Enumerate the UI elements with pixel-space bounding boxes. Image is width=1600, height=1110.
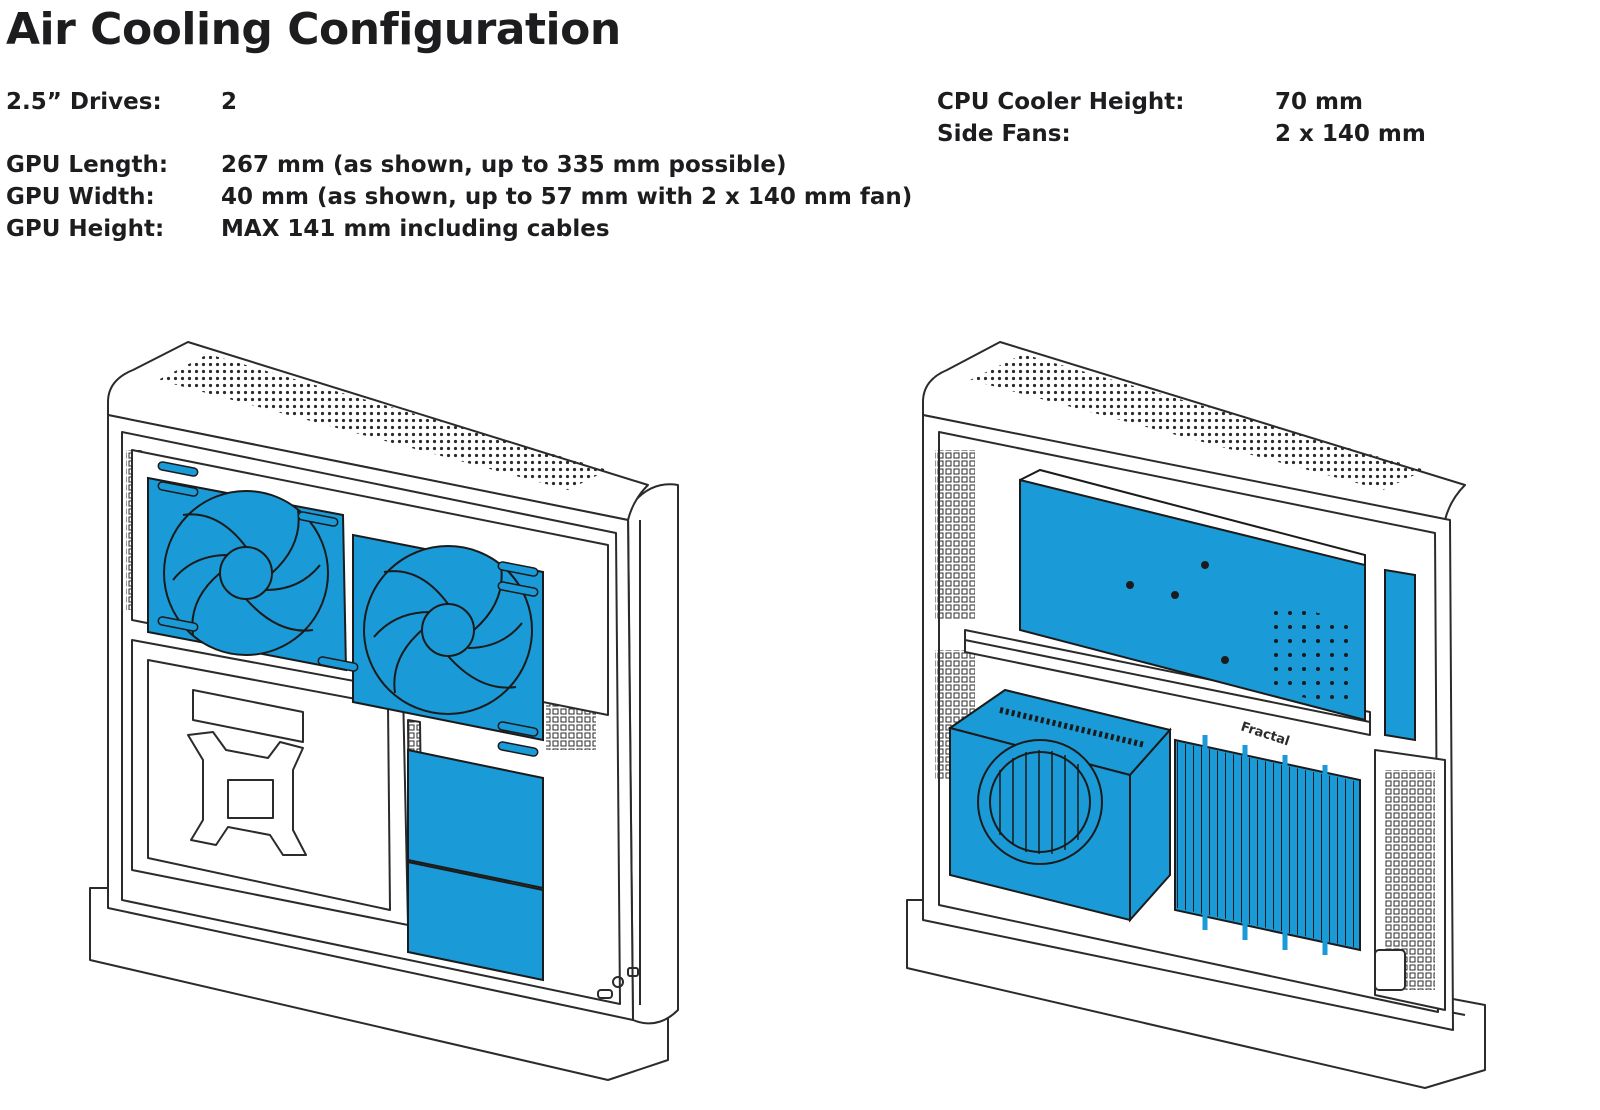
- page-title: Air Cooling Configuration: [6, 4, 621, 55]
- spec-label: GPU Length:: [6, 152, 169, 178]
- spec-label: GPU Width:: [6, 184, 155, 210]
- case-illustration-right: Fractal: [905, 340, 1515, 1100]
- spec-value: 40 mm (as shown, up to 57 mm with 2 x 14…: [221, 184, 913, 210]
- gpu-icon: [1019, 468, 1416, 742]
- spec-list-right: CPU Cooler Height: 70 mm Side Fans: 2 x …: [937, 86, 1426, 150]
- cpu-bracket-icon: [187, 731, 307, 856]
- drive-icon: [407, 748, 544, 890]
- spec-label: CPU Cooler Height:: [937, 89, 1185, 115]
- spec-row-gpu-width: GPU Width: 40 mm (as shown, up to 57 mm …: [6, 181, 912, 213]
- pc-case-rear-side-view-icon: Fractal: [906, 341, 1486, 1089]
- fan-icon: [352, 533, 544, 742]
- spec-label: GPU Height:: [6, 216, 165, 242]
- spec-label: Side Fans:: [937, 121, 1071, 147]
- spec-value: MAX 141 mm including cables: [221, 216, 610, 242]
- drive-icon: [407, 860, 544, 982]
- pc-case-front-side-view-icon: [89, 341, 679, 1081]
- spec-value: 70 mm: [1275, 89, 1363, 115]
- spec-list-left: 2.5” Drives: 2 GPU Length: 267 mm (as sh…: [6, 86, 912, 245]
- spec-value: 2 x 140 mm: [1275, 121, 1426, 147]
- spec-value: 267 mm (as shown, up to 335 mm possible): [221, 152, 787, 178]
- spec-row-gpu-length: GPU Length: 267 mm (as shown, up to 335 …: [6, 149, 912, 181]
- spec-label: 2.5” Drives:: [6, 89, 162, 115]
- cpu-cooler-icon: [1174, 735, 1361, 955]
- psu-icon: [947, 688, 1172, 923]
- spec-row-cpu-cooler-height: CPU Cooler Height: 70 mm: [937, 86, 1426, 118]
- spec-row-drives: 2.5” Drives: 2: [6, 86, 912, 118]
- spec-row-gpu-height: GPU Height: MAX 141 mm including cables: [6, 213, 912, 245]
- spec-value: 2: [221, 89, 238, 115]
- spec-row-side-fans: Side Fans: 2 x 140 mm: [937, 118, 1426, 150]
- case-illustration-left: [88, 340, 692, 1100]
- fan-icon: [147, 476, 348, 672]
